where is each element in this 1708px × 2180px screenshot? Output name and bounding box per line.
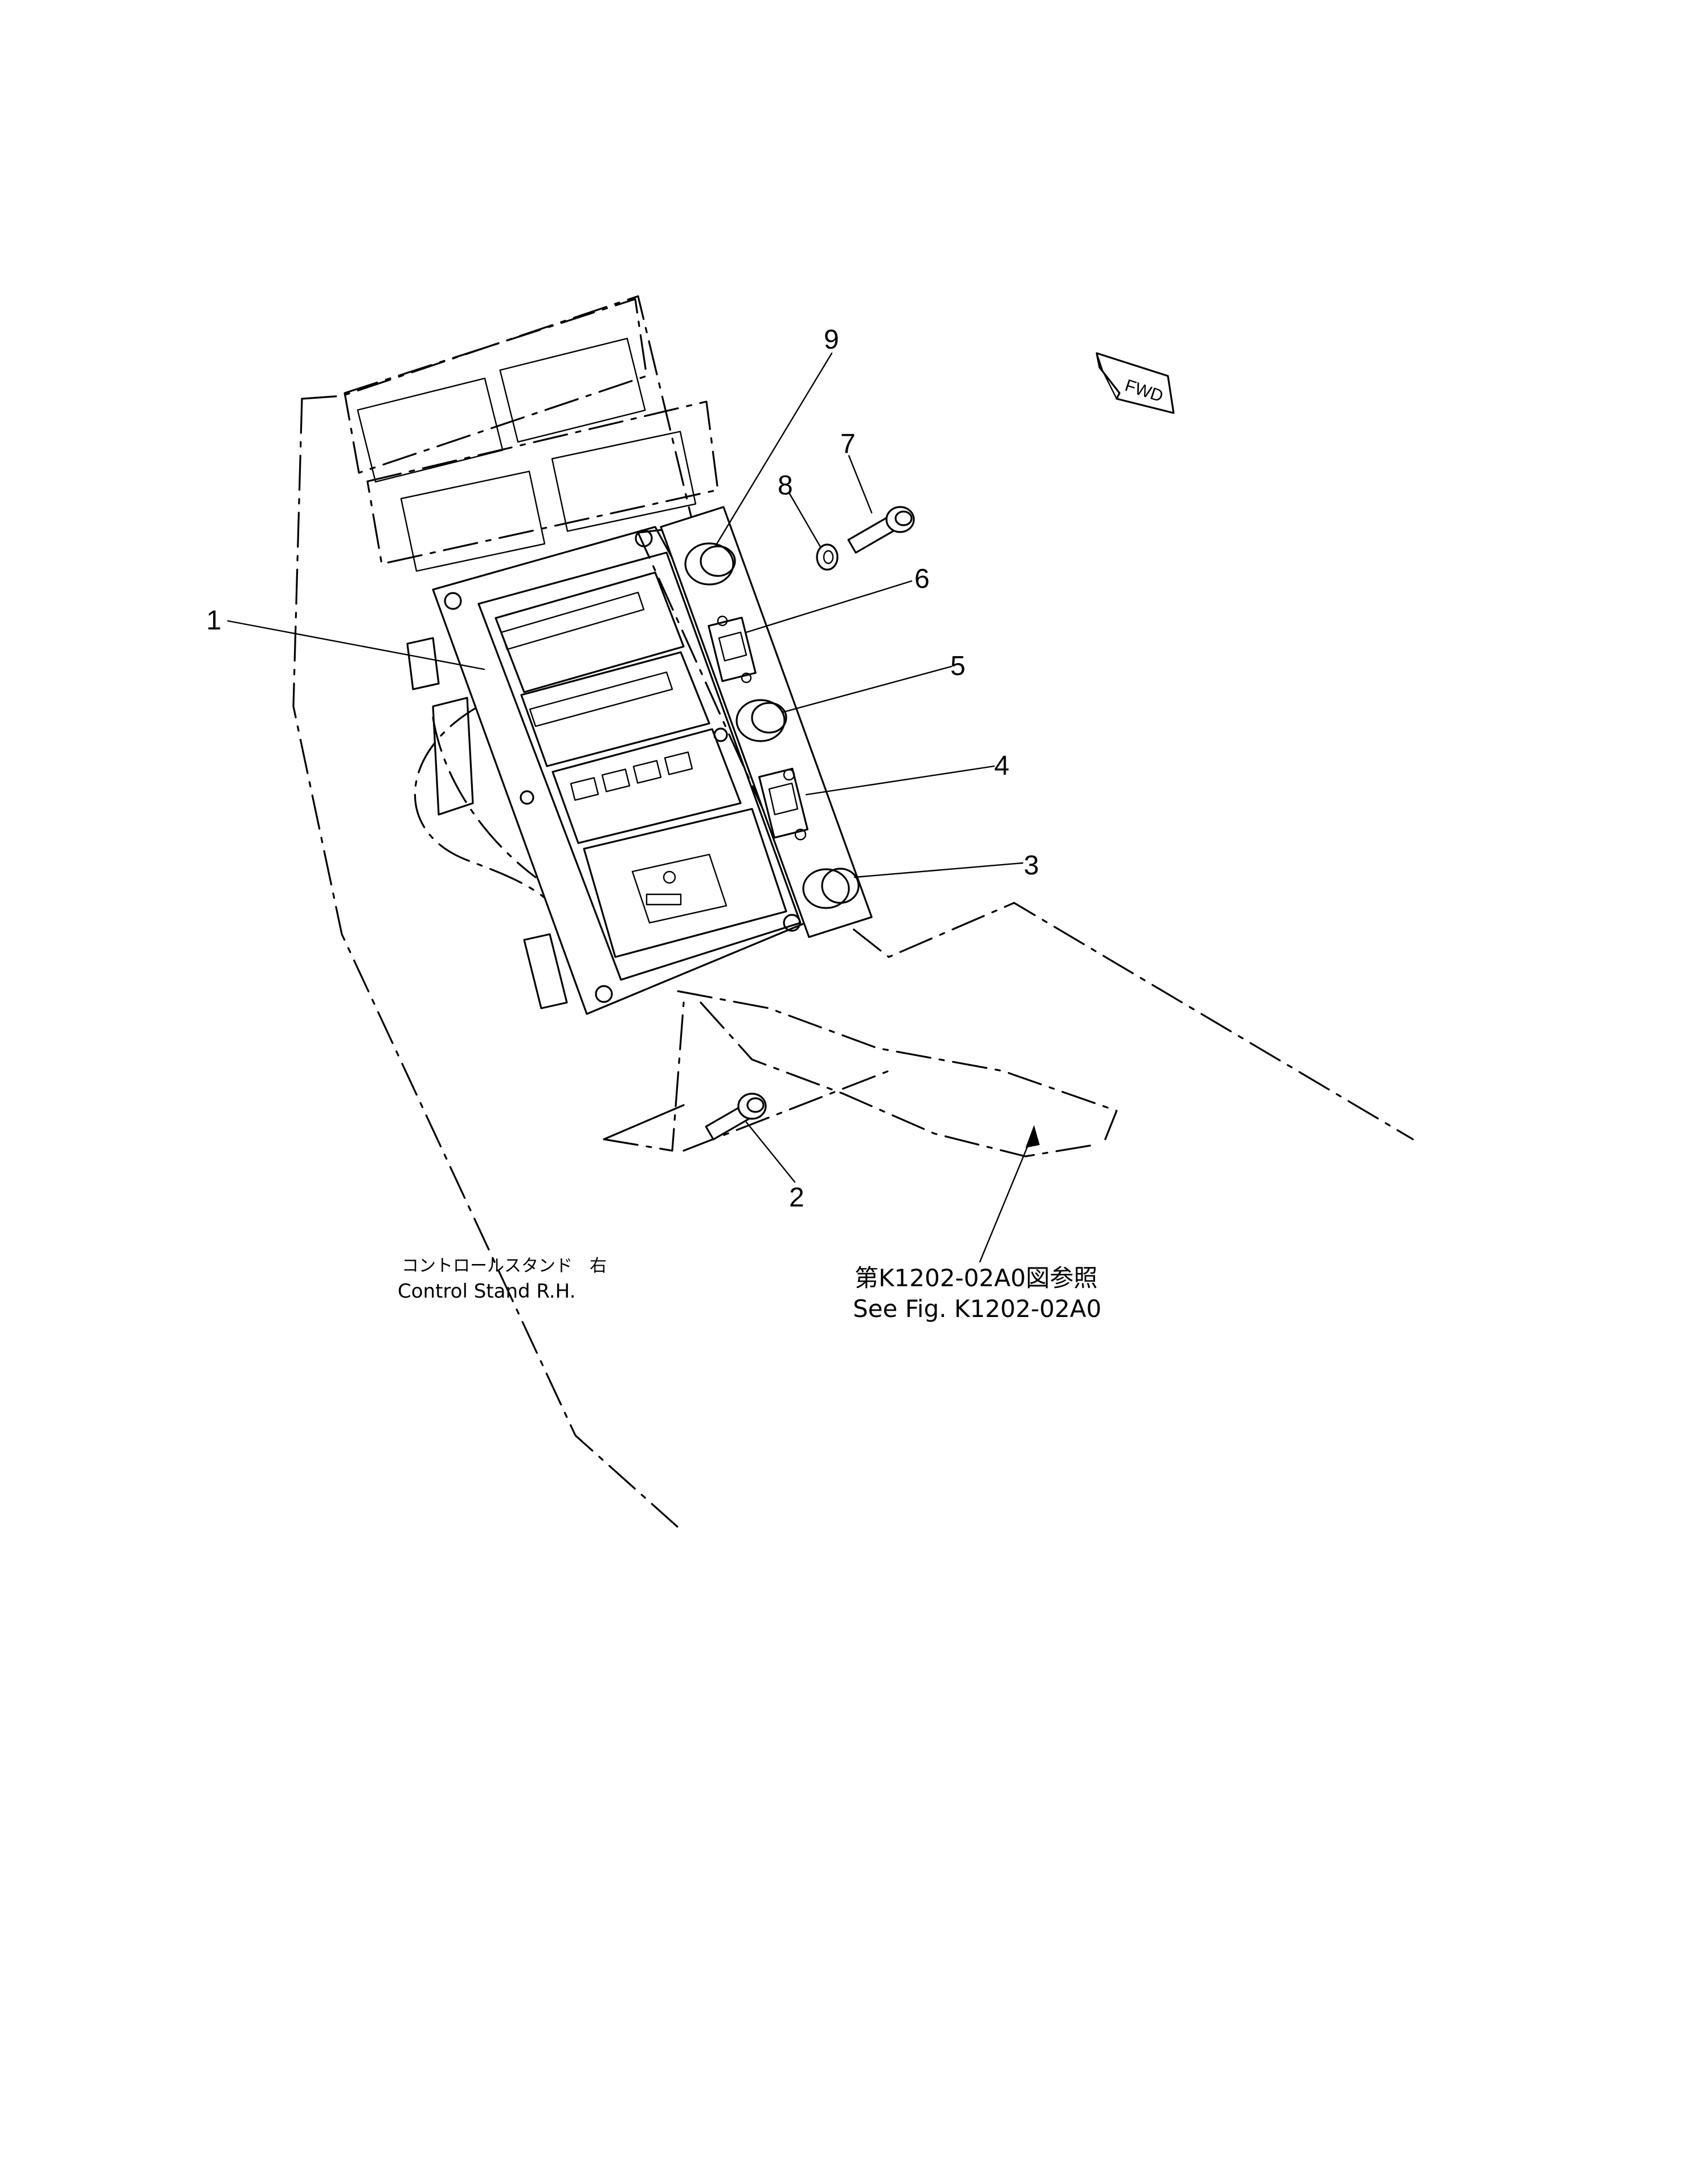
callout-numbers: 1 2 3 4 5 6 7 8 9	[206, 325, 1039, 1213]
fwd-direction-marker: FWD	[1096, 352, 1175, 414]
caption-jp: コントロールスタンド 右	[402, 1256, 607, 1276]
switch-strip	[660, 506, 873, 938]
callout-6: 6	[914, 564, 930, 594]
callout-5: 5	[950, 651, 966, 681]
figure-reference: 第K1202-02A0図参照 See Fig. K1202-02A0	[853, 1264, 1101, 1323]
callout-8: 8	[778, 471, 793, 501]
callout-1: 1	[206, 606, 222, 636]
bolt-item-2	[705, 1093, 767, 1140]
control-stand-caption: コントロールスタンド 右 Control Stand R.H.	[398, 1256, 607, 1303]
reference-jp: 第K1202-02A0図参照	[855, 1264, 1097, 1292]
callout-3: 3	[1024, 850, 1039, 881]
callout-4: 4	[994, 751, 1010, 781]
callout-2: 2	[789, 1183, 804, 1213]
washer-item-8	[816, 543, 839, 571]
gauge-panels	[344, 298, 719, 572]
bolt-item-7	[847, 506, 915, 554]
callout-7: 7	[840, 429, 856, 459]
reference-en: See Fig. K1202-02A0	[853, 1295, 1101, 1323]
caption-en: Control Stand R.H.	[398, 1280, 575, 1303]
callout-9: 9	[824, 325, 839, 355]
leader-lines	[227, 352, 1040, 1263]
